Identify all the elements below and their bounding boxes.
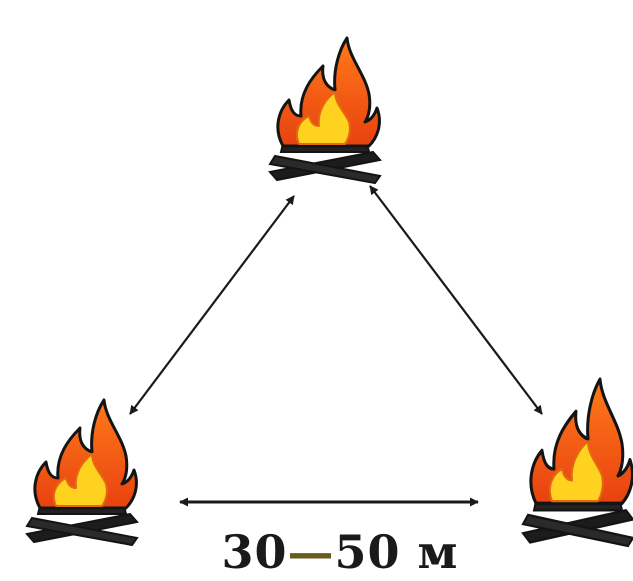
distance-to: 50 [335,525,401,579]
campfire-icon [523,379,633,546]
double-arrow [370,186,542,414]
distance-from: 30 [221,525,287,579]
campfire-icon [270,38,380,183]
distance-label: 30—50 м [190,524,490,580]
distance-unit: м [418,525,459,579]
double-arrow [130,196,294,414]
campfire-icon [27,400,137,545]
distance-separator: — [288,525,335,579]
